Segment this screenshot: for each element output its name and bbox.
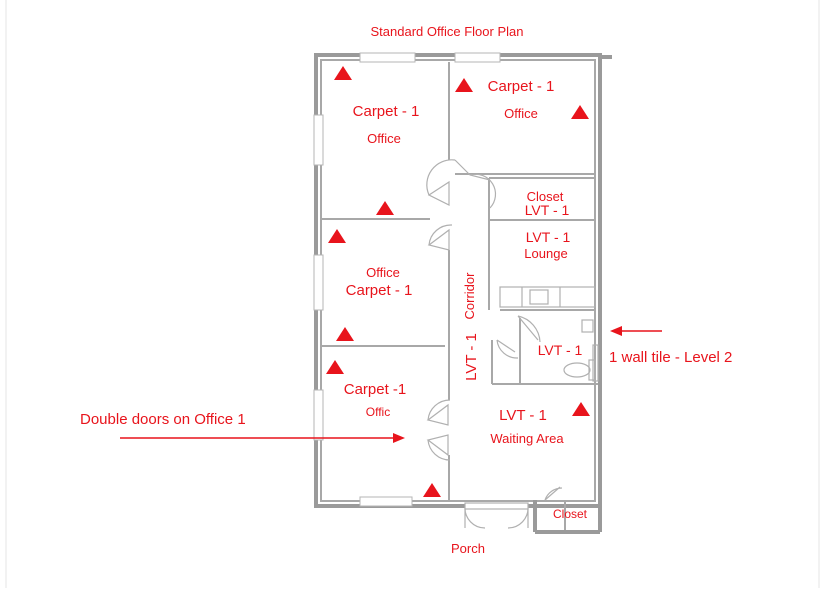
room-name-closet-top: Closet <box>527 189 564 204</box>
room-labels: Carpet - 1 Office Carpet - 1 Office Clos… <box>344 78 588 556</box>
room-material-office-mid-left: Carpet - 1 <box>346 282 413 299</box>
marker-triangle <box>455 78 473 92</box>
room-name-office-top-left: Office <box>367 131 401 146</box>
marker-triangle <box>572 402 590 416</box>
marker-triangle <box>423 483 441 497</box>
room-name-corridor: Corridor <box>462 272 477 320</box>
marker-triangle <box>336 327 354 341</box>
room-name-office-top-right: Office <box>504 106 538 121</box>
room-material-office-top-left: Carpet - 1 <box>353 103 420 120</box>
annotation-wall-tile-text: 1 wall tile - Level 2 <box>609 349 732 366</box>
doors <box>426 159 563 529</box>
room-material-office-top-right: Carpet - 1 <box>488 78 555 95</box>
room-material-closet-top: LVT - 1 <box>525 202 570 218</box>
room-name-porch: Porch <box>451 541 485 556</box>
room-name-lounge: Lounge <box>524 246 567 261</box>
annotation-wall-tile: 1 wall tile - Level 2 <box>609 326 732 366</box>
markers <box>326 66 590 497</box>
annotation-double-doors: Double doors on Office 1 <box>80 411 405 443</box>
room-material-corridor: LVT - 1 <box>463 333 480 381</box>
arrow-right-icon <box>393 433 405 443</box>
marker-triangle <box>334 66 352 80</box>
plan-title: Standard Office Floor Plan <box>371 24 524 39</box>
annotation-double-doors-text: Double doors on Office 1 <box>80 411 246 428</box>
marker-triangle <box>376 201 394 215</box>
room-material-office-bottom-left: Carpet -1 <box>344 381 407 398</box>
marker-triangle <box>571 105 589 119</box>
room-material-waiting-area: LVT - 1 <box>499 407 547 424</box>
fixtures <box>499 286 599 382</box>
room-name-office-bottom-left: Offic <box>366 405 390 419</box>
room-name-waiting-area: Waiting Area <box>490 431 564 446</box>
room-material-restroom: LVT - 1 <box>538 342 583 358</box>
room-material-lounge: LVT - 1 <box>526 229 571 245</box>
room-name-closet-bottom: Closet <box>553 507 588 521</box>
marker-triangle <box>326 360 344 374</box>
room-name-office-mid-left: Office <box>366 265 400 280</box>
arrow-left-icon <box>610 326 622 336</box>
marker-triangle <box>328 229 346 243</box>
exterior-walls <box>313 52 612 508</box>
